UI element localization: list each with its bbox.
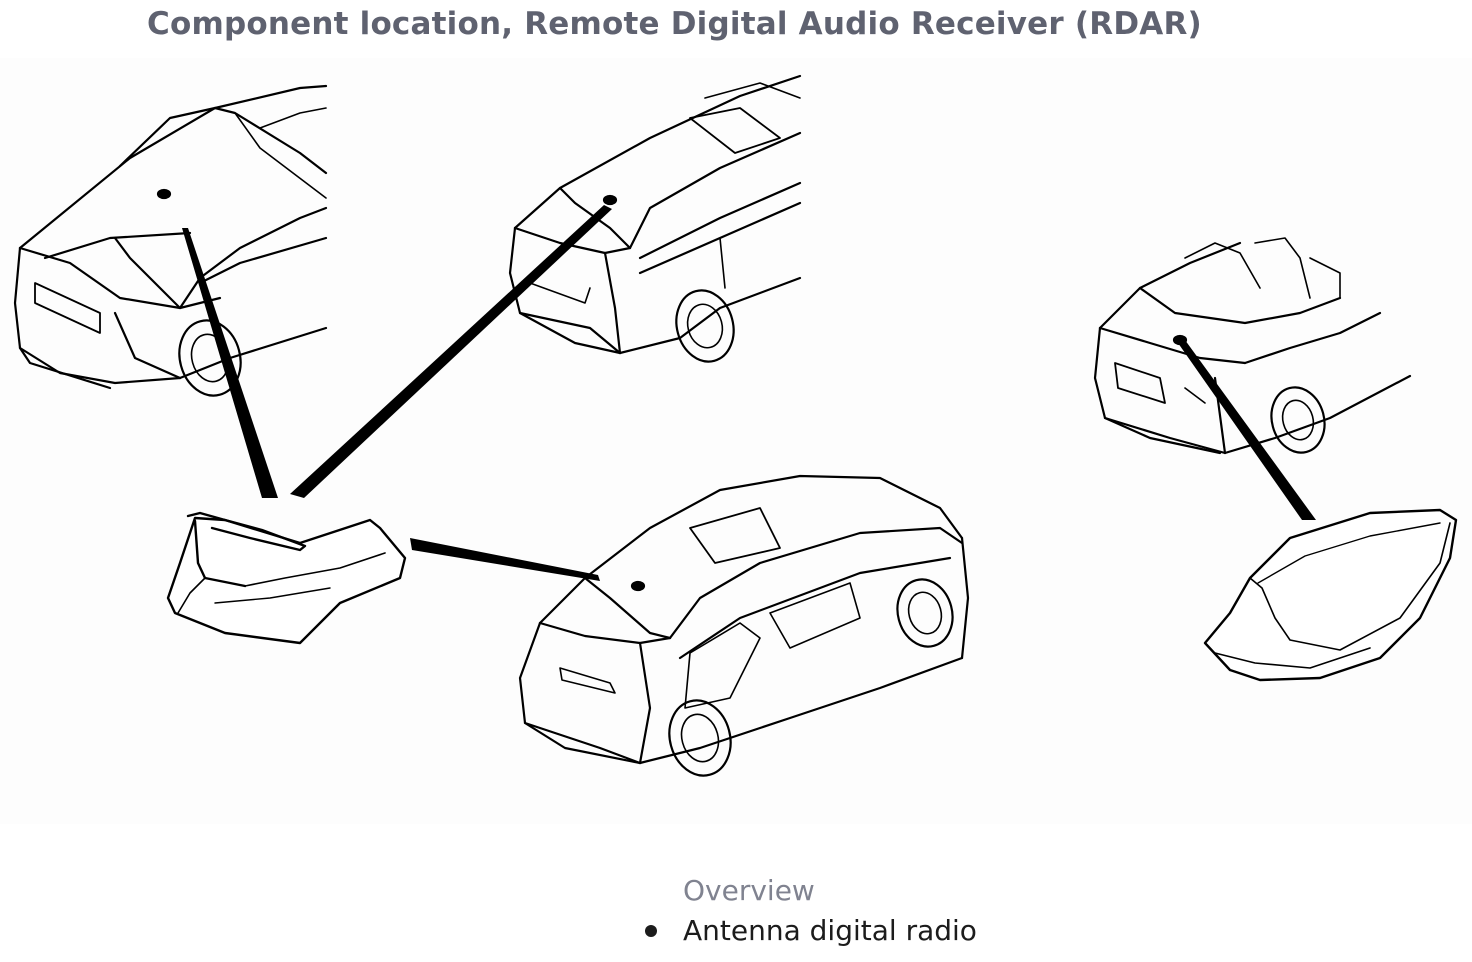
shark-fin-antenna-icon xyxy=(166,511,407,645)
component-location-diagram xyxy=(0,58,1472,824)
list-item-label: Antenna digital radio xyxy=(683,914,977,947)
pointer-lines xyxy=(182,205,1316,581)
pointer-hatchback xyxy=(410,538,600,581)
estate-illustration xyxy=(508,74,802,363)
shark-fin-antenna-cover-icon xyxy=(1203,508,1458,682)
component-list: Antenna digital radio xyxy=(645,914,977,947)
sedan-illustration xyxy=(13,84,328,397)
convertible-illustration xyxy=(1093,237,1412,455)
pointer-estate xyxy=(290,205,612,498)
page-title: Component location, Remote Digital Audio… xyxy=(147,6,1202,42)
diagram-canvas xyxy=(13,74,1458,777)
hatchback-illustration xyxy=(518,474,970,777)
list-item: Antenna digital radio xyxy=(645,914,977,947)
pointer-convertible xyxy=(1178,340,1316,520)
bullet-icon xyxy=(645,924,657,937)
caption-heading: Overview xyxy=(683,874,815,907)
pointer-sedan xyxy=(182,228,278,498)
